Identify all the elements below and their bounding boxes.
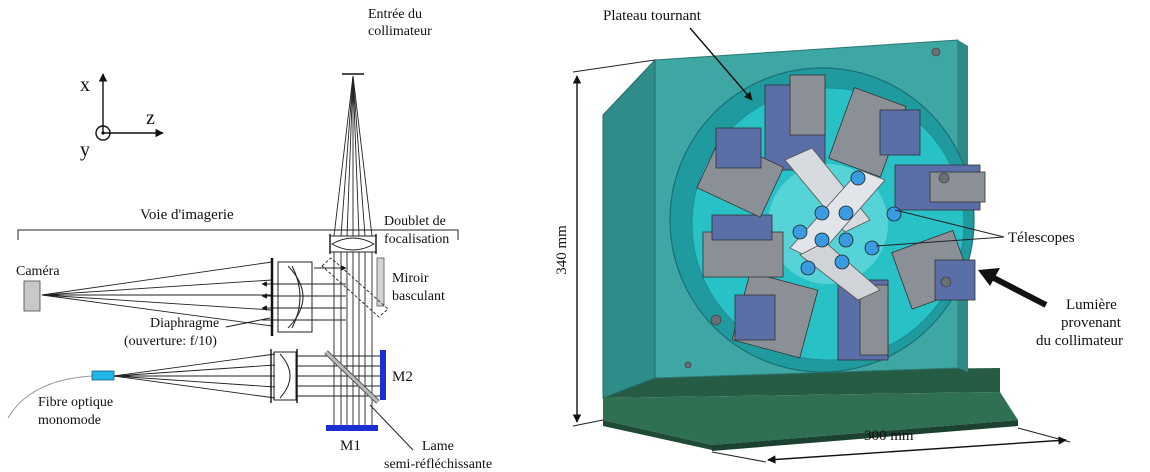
telescopes-label: Télescopes xyxy=(1008,230,1075,246)
entree-label-line2: collimateur xyxy=(368,24,432,39)
telescopes-pointer-2 xyxy=(875,236,1005,247)
imaging-lens xyxy=(270,258,313,336)
axis-x-label: x xyxy=(80,74,90,96)
mirror-m1 xyxy=(326,425,378,431)
miroir-label-line2: basculant xyxy=(392,289,445,304)
entree-label-line1: Entrée du xyxy=(368,7,422,22)
height-dimension: 340 mm xyxy=(554,59,656,427)
incoming-light-arrow xyxy=(988,273,1048,308)
imaging-rays xyxy=(41,261,347,327)
module-bottom-left xyxy=(731,271,819,359)
m2-label: M2 xyxy=(392,369,413,385)
camera-label: Caméra xyxy=(16,264,60,279)
diaphragme-label-line2: (ouverture: f/10) xyxy=(124,334,217,349)
lame-pointer xyxy=(369,404,414,451)
module-left xyxy=(702,214,784,278)
axis-z-label: z xyxy=(146,107,155,129)
dashed-beam-splitter xyxy=(321,257,389,318)
imaging-path-bracket xyxy=(17,229,459,240)
telescope-tubes xyxy=(792,170,902,276)
device-render: Plateau tournant Télescopes Lumière prov… xyxy=(554,8,1123,464)
miroir-label-line1: Miroir xyxy=(392,271,429,286)
plateau-label: Plateau tournant xyxy=(603,8,702,24)
width-dimension: 300 mm xyxy=(711,427,1071,464)
lame-label-line2: semi-réfléchissante xyxy=(384,457,492,472)
lumiere-label-line1: Lumière xyxy=(1066,297,1117,313)
y-axis-circle-icon xyxy=(95,125,111,141)
fibre-label-line2: monomode xyxy=(38,413,101,428)
plateau-arrow xyxy=(689,27,753,101)
module-right xyxy=(894,164,986,211)
fiber-connector xyxy=(91,370,115,381)
diaphragme-pointer xyxy=(225,317,271,328)
doublet-label-line2: focalisation xyxy=(384,232,449,247)
optical-fiber xyxy=(7,375,93,419)
tilting-mirror xyxy=(376,257,385,307)
mirror-m2 xyxy=(380,350,386,400)
focusing-doublet xyxy=(329,234,377,254)
coordinate-axes: x z y xyxy=(80,73,164,161)
telescopes-pointer-1 xyxy=(894,209,1005,238)
fibre-label-line1: Fibre optique xyxy=(38,395,113,410)
camera xyxy=(23,280,41,312)
voie-label: Voie d'imagerie xyxy=(140,207,234,223)
optical-schematic: x z y Entrée du collimateur Doublet de f… xyxy=(7,7,492,472)
height-dim-label: 340 mm xyxy=(554,225,570,275)
diaphragme-label-line1: Diaphragme xyxy=(150,316,219,331)
base-plate xyxy=(603,368,1018,451)
axis-y-label: y xyxy=(80,139,90,161)
lame-label-line1: Lame xyxy=(422,439,454,454)
doublet-label-line1: Doublet de xyxy=(384,214,446,229)
collimator-ray-cone xyxy=(333,75,373,237)
width-dim-label: 300 mm xyxy=(864,428,914,444)
module-top-left xyxy=(696,127,785,218)
module-top-right xyxy=(828,87,921,178)
fiber-ray-cone xyxy=(113,353,276,399)
lumiere-label-line2: provenant xyxy=(1061,315,1122,331)
lumiere-label-line3: du collimateur xyxy=(1036,333,1123,349)
plate-bolts xyxy=(684,47,952,369)
m1-label: M1 xyxy=(340,438,361,454)
